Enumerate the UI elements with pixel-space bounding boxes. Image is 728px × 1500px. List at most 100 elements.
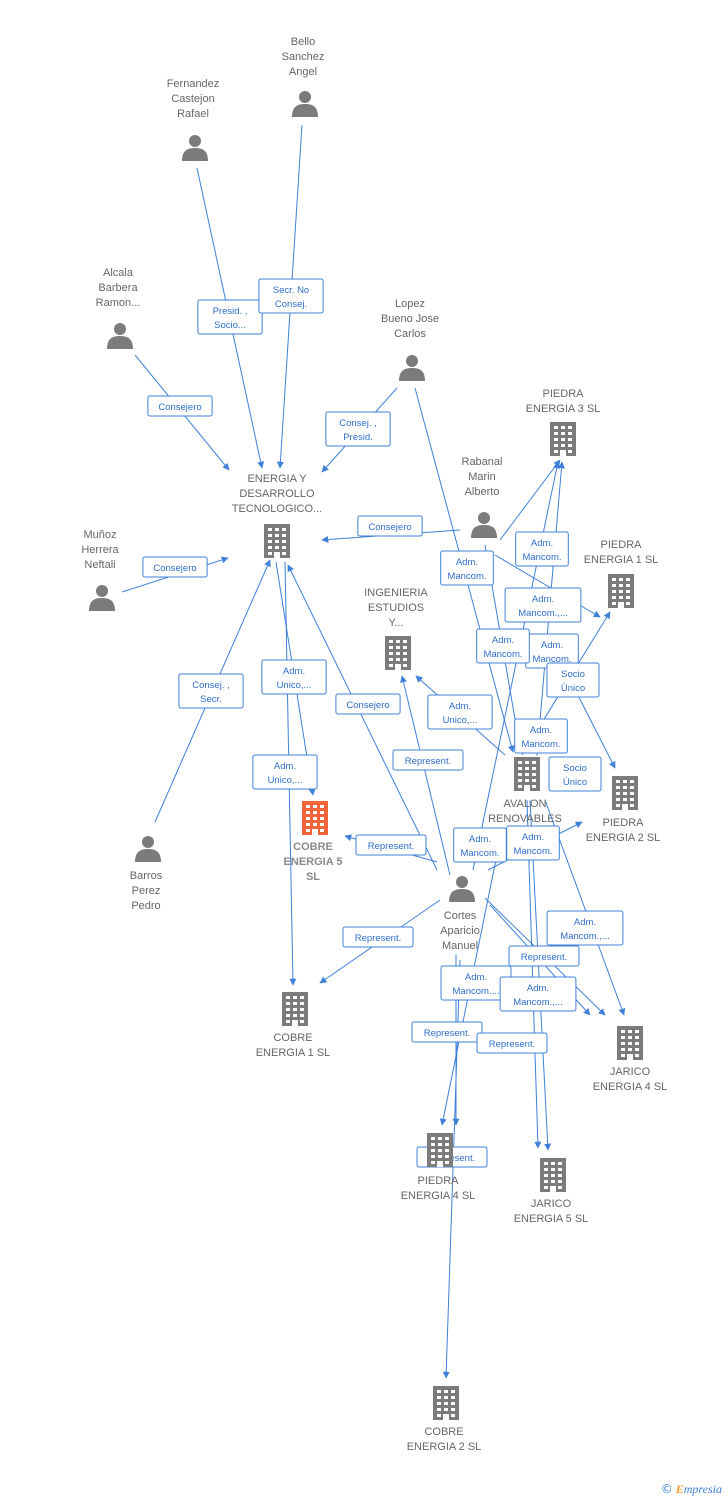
- edge-label-text: Consej. ,: [192, 680, 230, 691]
- edge-label-cortes-cobre5[interactable]: Represent.: [355, 834, 427, 856]
- edge-label-rabanal-energia_dt[interactable]: Consejero: [357, 515, 423, 537]
- edge-label-cortes-piedra3[interactable]: Adm.Mancom.: [453, 827, 507, 863]
- edge-label-text: Consejero: [346, 700, 389, 711]
- edge-label-box: [197, 299, 263, 335]
- edge-label-barros-energia_dt[interactable]: Consej. ,Secr.: [178, 673, 244, 709]
- building-icon: [264, 524, 290, 558]
- person-icon: [292, 91, 318, 117]
- edge-label-fernandez-energia_dt[interactable]: Presid. ,Socio...: [197, 299, 263, 335]
- edge-label-cortes-jarico5[interactable]: Represent.: [508, 945, 580, 967]
- node-label-lopez: Lopez: [395, 298, 425, 310]
- node-label-energia_dt: ENERGIA Y: [247, 473, 307, 485]
- edge-label-text: Mancom.,...: [560, 931, 610, 942]
- node-label-jarico4: ENERGIA 4 SL: [593, 1081, 668, 1093]
- edge-label-lopez-avalon[interactable]: Adm.Mancom.: [476, 628, 530, 664]
- node-label-piedra4: PIEDRA: [418, 1175, 460, 1187]
- edge-label-box: [504, 587, 582, 623]
- edge-label-cortes-piedra1[interactable]: Adm.Mancom.: [506, 825, 560, 861]
- node-ingenieria[interactable]: INGENIERIAESTUDIOSY...: [364, 587, 428, 670]
- edge-label-box: [506, 825, 560, 861]
- node-label-piedra1: PIEDRA: [601, 539, 643, 551]
- node-label-munoz: Neftali: [84, 559, 115, 571]
- edge-label-munoz-energia_dt[interactable]: Consejero: [142, 556, 208, 578]
- node-label-rabanal: Alberto: [465, 486, 500, 498]
- node-label-barros: Perez: [132, 885, 161, 897]
- node-label-jarico5: JARICO: [531, 1198, 572, 1210]
- edge-label-avalon-piedra3[interactable]: Adm.Mancom.: [514, 718, 568, 754]
- node-label-piedra3: PIEDRA: [543, 388, 585, 400]
- edge-label-box: [357, 515, 423, 537]
- node-label-rabanal: Marin: [468, 471, 496, 483]
- edge-label-text: Mancom.: [447, 571, 486, 582]
- edge-label-text: Presid. ,: [213, 306, 248, 317]
- edge-label-box: [335, 693, 401, 715]
- node-label-alcala: Alcala: [103, 267, 134, 279]
- edge-label-rabanal-piedra3[interactable]: Adm.Mancom.: [515, 531, 569, 567]
- edge-rabanal-piedra3: [499, 459, 561, 541]
- node-alcala[interactable]: AlcalaBarberaRamon...: [96, 267, 141, 349]
- node-label-cobre5: ENERGIA 5: [284, 856, 343, 868]
- person-icon: [135, 836, 161, 862]
- edge-label-text: Mancom....: [453, 986, 500, 997]
- node-piedra4[interactable]: PIEDRA ENERGIA 4 SL: [401, 1133, 476, 1202]
- node-label-lopez: Bueno Jose: [381, 313, 439, 325]
- edge-label-box: [515, 531, 569, 567]
- edge-label-text: Represent.: [368, 841, 414, 852]
- edge-label-avalon-piedra4[interactable]: Represent.: [476, 1032, 548, 1054]
- node-label-barros: Pedro: [131, 900, 160, 912]
- edge-label-rabanal-piedra1[interactable]: Adm.Mancom.,...: [504, 587, 582, 623]
- edge-label-text: Único: [563, 777, 587, 788]
- edge-label-alcala-energia_dt[interactable]: Consejero: [147, 395, 213, 417]
- edge-label-energia_dt-cobre1[interactable]: Adm.Unico,...: [252, 754, 318, 790]
- node-label-piedra2: ENERGIA 2 SL: [586, 832, 661, 844]
- node-label-cobre2: ENERGIA 2 SL: [407, 1441, 482, 1453]
- edge-label-cortes-ingenieria[interactable]: Represent.: [392, 749, 464, 771]
- node-label-fernandez: Rafael: [177, 108, 209, 120]
- edge-label-cortes-jarico4[interactable]: Adm.Mancom.,...: [546, 910, 624, 946]
- edge-label-rabanal-avalon[interactable]: Adm.Mancom.: [440, 550, 494, 586]
- edge-label-box: [546, 910, 624, 946]
- edge-label-energia_dt-cobre5[interactable]: Adm. Unico,...: [261, 659, 327, 695]
- edge-label-box: [252, 754, 318, 790]
- edge-label-cortes-piedra4[interactable]: Represent.: [411, 1021, 483, 1043]
- edge-label-avalon-ingenieria[interactable]: Adm.Unico,...: [427, 694, 493, 730]
- building-icon: [385, 636, 411, 670]
- node-piedra2[interactable]: PIEDRA ENERGIA 2 SL: [586, 776, 661, 844]
- edge-label-text: Consej. ,: [339, 418, 377, 429]
- edge-label-box: [476, 628, 530, 664]
- node-label-cobre1: COBRE: [273, 1032, 312, 1044]
- edge-label-text: Consejero: [153, 563, 196, 574]
- edge-label-lopez-energia_dt[interactable]: Consej. ,Presid.: [325, 411, 391, 447]
- building-icon: [612, 776, 638, 810]
- node-label-piedra2: PIEDRA: [603, 817, 645, 829]
- edge-label-text: Unico,...: [277, 680, 312, 691]
- person-icon: [182, 135, 208, 161]
- edge-label-cortes-cobre1[interactable]: Represent.: [342, 926, 414, 948]
- node-label-avalon: AVALON: [504, 798, 547, 810]
- node-energia_dt[interactable]: ENERGIA YDESARROLLOTECNOLOGICO...: [232, 473, 322, 558]
- edge-label-text: Unico,...: [443, 715, 478, 726]
- edge-label-text: Adm.: [283, 666, 305, 677]
- edge-label-cortes-energia_dt[interactable]: Consejero: [335, 693, 401, 715]
- node-label-piedra4: ENERGIA 4 SL: [401, 1190, 476, 1202]
- edge-label-text: Mancom.: [460, 848, 499, 859]
- edge-label-avalon-jarico5[interactable]: Adm.Mancom.,...: [499, 976, 577, 1012]
